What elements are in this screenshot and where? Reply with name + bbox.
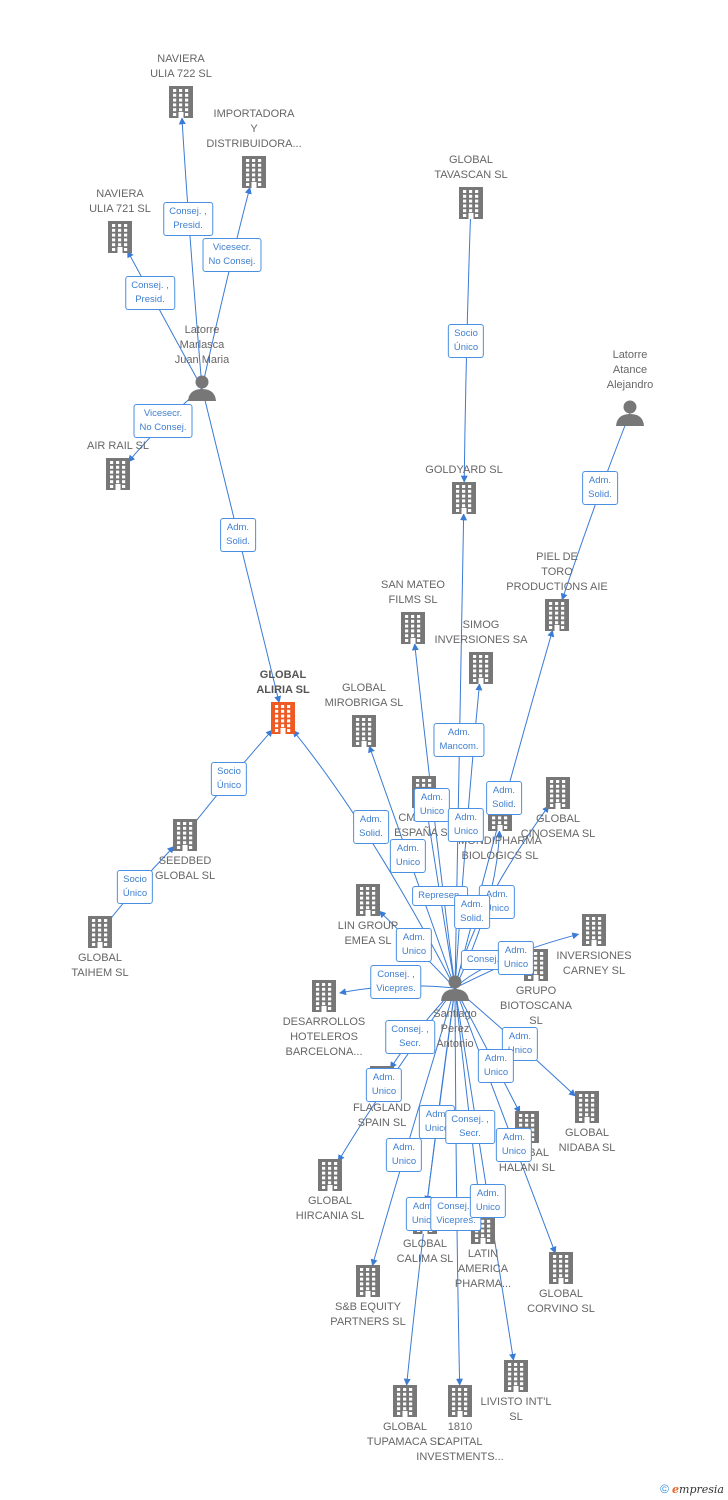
role-badge-latorre-marlasca-to-importadora[interactable]: Vicesecr. No Consej. — [202, 238, 262, 272]
node-label-latorre-marlasca[interactable]: Latorre Marlasca Juan Maria — [174, 324, 230, 366]
role-badge-santiago-to-cinosema[interactable]: Adm. Solid. — [454, 895, 490, 929]
building-icon-importadora[interactable] — [242, 156, 266, 188]
role-badge-taihem-to-seedbed[interactable]: Socio Único — [116, 870, 154, 904]
building-icon-capital1810[interactable] — [448, 1385, 472, 1417]
building-icon-taihem[interactable] — [88, 916, 112, 948]
building-icon-simog[interactable] — [469, 652, 493, 684]
building-icon-sanmateo[interactable] — [401, 612, 425, 644]
building-icon-tavascan[interactable] — [459, 187, 483, 219]
role-badge-latorre-marlasca-to-naviera722[interactable]: Consej. , Presid. — [163, 202, 213, 236]
building-icon-nidaba[interactable] — [575, 1091, 599, 1123]
person-icon-latorre-marlasca[interactable] — [188, 375, 216, 402]
person-icon-latorre-atance[interactable] — [616, 400, 644, 427]
node-label-calima[interactable]: GLOBAL CALIMA SL — [396, 1238, 454, 1265]
role-badge-santiago-to-hircania[interactable]: Adm. Unico — [365, 1068, 403, 1102]
edges-layer — [99, 117, 631, 1386]
node-label-biotoscana[interactable]: GRUPO BIOTOSCANA SL — [500, 985, 572, 1027]
copyright-symbol: © — [660, 1482, 669, 1496]
role-badge-latorre-atance-to-pieldetoro[interactable]: Adm. Solid. — [582, 471, 618, 505]
edge-latorre-marlasca-to-naviera722 — [178, 117, 203, 389]
building-icon-airrail[interactable] — [106, 458, 130, 490]
node-label-mirobriga[interactable]: GLOBAL MIROBRIGA SL — [324, 682, 404, 709]
building-icon-naviera721[interactable] — [108, 221, 132, 253]
node-label-tavascan[interactable]: GLOBAL TAVASCAN SL — [434, 154, 508, 181]
building-icon-goldyard[interactable] — [452, 482, 476, 514]
role-badge-latorre-marlasca-to-airrail[interactable]: Vicesecr. No Consej. — [133, 404, 193, 438]
building-icon-seedbed[interactable] — [173, 819, 197, 851]
node-label-livisto[interactable]: LIVISTO INT'L SL — [480, 1396, 552, 1423]
role-badge-santiago-to-halani[interactable]: Adm. Unico — [477, 1049, 515, 1083]
role-badge-santiago-to-sanmateo[interactable]: Adm. Unico — [413, 788, 451, 822]
node-label-flagland[interactable]: FLAGLAND SPAIN SL — [352, 1102, 412, 1129]
building-icon-hircania[interactable] — [318, 1159, 342, 1191]
building-icon-mirobriga[interactable] — [352, 715, 376, 747]
role-badge-tavascan-to-goldyard[interactable]: Socio Único — [447, 324, 485, 358]
role-badge-santiago-to-biotoscana[interactable]: Adm. Unico — [497, 941, 535, 975]
node-label-naviera722[interactable]: NAVIERA ULIA 722 SL — [150, 53, 212, 80]
node-label-pieldetoro[interactable]: PIEL DE TORO PRODUCTIONS AIE — [506, 551, 608, 593]
role-badge-santiago-to-livisto[interactable]: Adm. Unico — [469, 1184, 507, 1218]
building-icon-desarrollos[interactable] — [312, 980, 336, 1012]
role-badge-latorre-marlasca-to-aliria[interactable]: Adm. Solid. — [220, 518, 256, 552]
role-badge-santiago-to-desarrollos[interactable]: Consej. , Vicepres. — [370, 965, 422, 999]
building-icon-corvino[interactable] — [549, 1252, 573, 1284]
node-label-sanmateo[interactable]: SAN MATEO FILMS SL — [381, 579, 445, 606]
building-icon-carney[interactable] — [582, 914, 606, 946]
node-label-latorre-atance[interactable]: Latorre Atance Alejandro — [606, 349, 654, 391]
node-label-sbequity[interactable]: S&B EQUITY PARTNERS SL — [330, 1301, 406, 1328]
role-badge-santiago-to-simog[interactable]: Adm. Unico — [447, 808, 485, 842]
role-badge-santiago-to-lingroup[interactable]: Adm. Unico — [395, 928, 433, 962]
role-badge-santiago-to-latinamerica[interactable]: Consej. , Secr. — [445, 1110, 495, 1144]
empresia-logo: empresia — [672, 1483, 724, 1496]
node-label-santiago[interactable]: Santiago Perez Antonio — [433, 1008, 477, 1050]
node-label-capital1810[interactable]: 1810 CAPITAL INVESTMENTS... — [416, 1421, 504, 1463]
role-badge-santiago-to-aliria[interactable]: Adm. Solid. — [353, 810, 389, 844]
role-badge-santiago-to-corvino[interactable]: Adm. Unico — [495, 1128, 533, 1162]
role-badge-santiago-to-flagland[interactable]: Consej. , Secr. — [385, 1020, 435, 1054]
node-label-aliria[interactable]: GLOBAL ALIRIA SL — [256, 669, 310, 696]
node-label-tupamaca[interactable]: GLOBAL TUPAMACA SL — [366, 1421, 444, 1448]
node-label-hircania[interactable]: GLOBAL HIRCANIA SL — [295, 1195, 365, 1222]
node-label-nidaba[interactable]: GLOBAL NIDABA SL — [558, 1127, 616, 1154]
role-badge-santiago-to-sbequity[interactable]: Adm. Unico — [385, 1138, 423, 1172]
building-icon-aliria[interactable] — [271, 702, 295, 734]
node-label-seedbed[interactable]: SEEDBED GLOBAL SL — [154, 855, 216, 882]
person-icon-santiago[interactable] — [441, 975, 469, 1002]
node-label-latinamerica[interactable]: LATIN AMERICA PHARMA... — [454, 1248, 512, 1290]
building-icon-pieldetoro[interactable] — [545, 599, 569, 631]
node-label-importadora[interactable]: IMPORTADORA Y DISTRIBUIDORA... — [206, 108, 302, 150]
role-badge-santiago-to-mirobriga[interactable]: Adm. Unico — [389, 839, 427, 873]
building-icon-livisto[interactable] — [504, 1360, 528, 1392]
node-label-airrail[interactable]: AIR RAIL SL — [87, 440, 149, 452]
role-badge-santiago-to-pieldetoro[interactable]: Adm. Solid. — [486, 781, 522, 815]
role-badge-seedbed-to-aliria[interactable]: Socio Único — [210, 762, 248, 796]
node-label-lingroup[interactable]: LIN GROUP EMEA SL — [337, 920, 399, 947]
node-label-naviera721[interactable]: NAVIERA ULIA 721 SL — [89, 188, 151, 215]
node-label-taihem[interactable]: GLOBAL TAIHEM SL — [71, 952, 129, 979]
building-icon-naviera722[interactable] — [169, 86, 193, 118]
footer-brand: © empresia — [660, 1482, 724, 1496]
role-badge-latorre-marlasca-to-naviera721[interactable]: Consej. , Presid. — [125, 276, 175, 310]
node-label-cinosema[interactable]: GLOBAL CINOSEMA SL — [520, 813, 596, 840]
building-icon-lingroup[interactable] — [356, 884, 380, 916]
building-icon-tupamaca[interactable] — [393, 1385, 417, 1417]
building-icon-sbequity[interactable] — [356, 1265, 380, 1297]
node-label-desarrollos[interactable]: DESARROLLOS HOTELEROS BARCELONA... — [282, 1016, 366, 1058]
node-label-goldyard[interactable]: GOLDYARD SL — [425, 464, 503, 476]
node-label-simog[interactable]: SIMOG INVERSIONES SA — [434, 619, 528, 646]
building-icon-cinosema[interactable] — [546, 777, 570, 809]
role-badge-santiago-to-goldyard[interactable]: Adm. Mancom. — [433, 723, 485, 757]
node-label-corvino[interactable]: GLOBAL CORVINO SL — [527, 1288, 595, 1315]
node-label-carney[interactable]: INVERSIONES CARNEY SL — [556, 950, 632, 977]
